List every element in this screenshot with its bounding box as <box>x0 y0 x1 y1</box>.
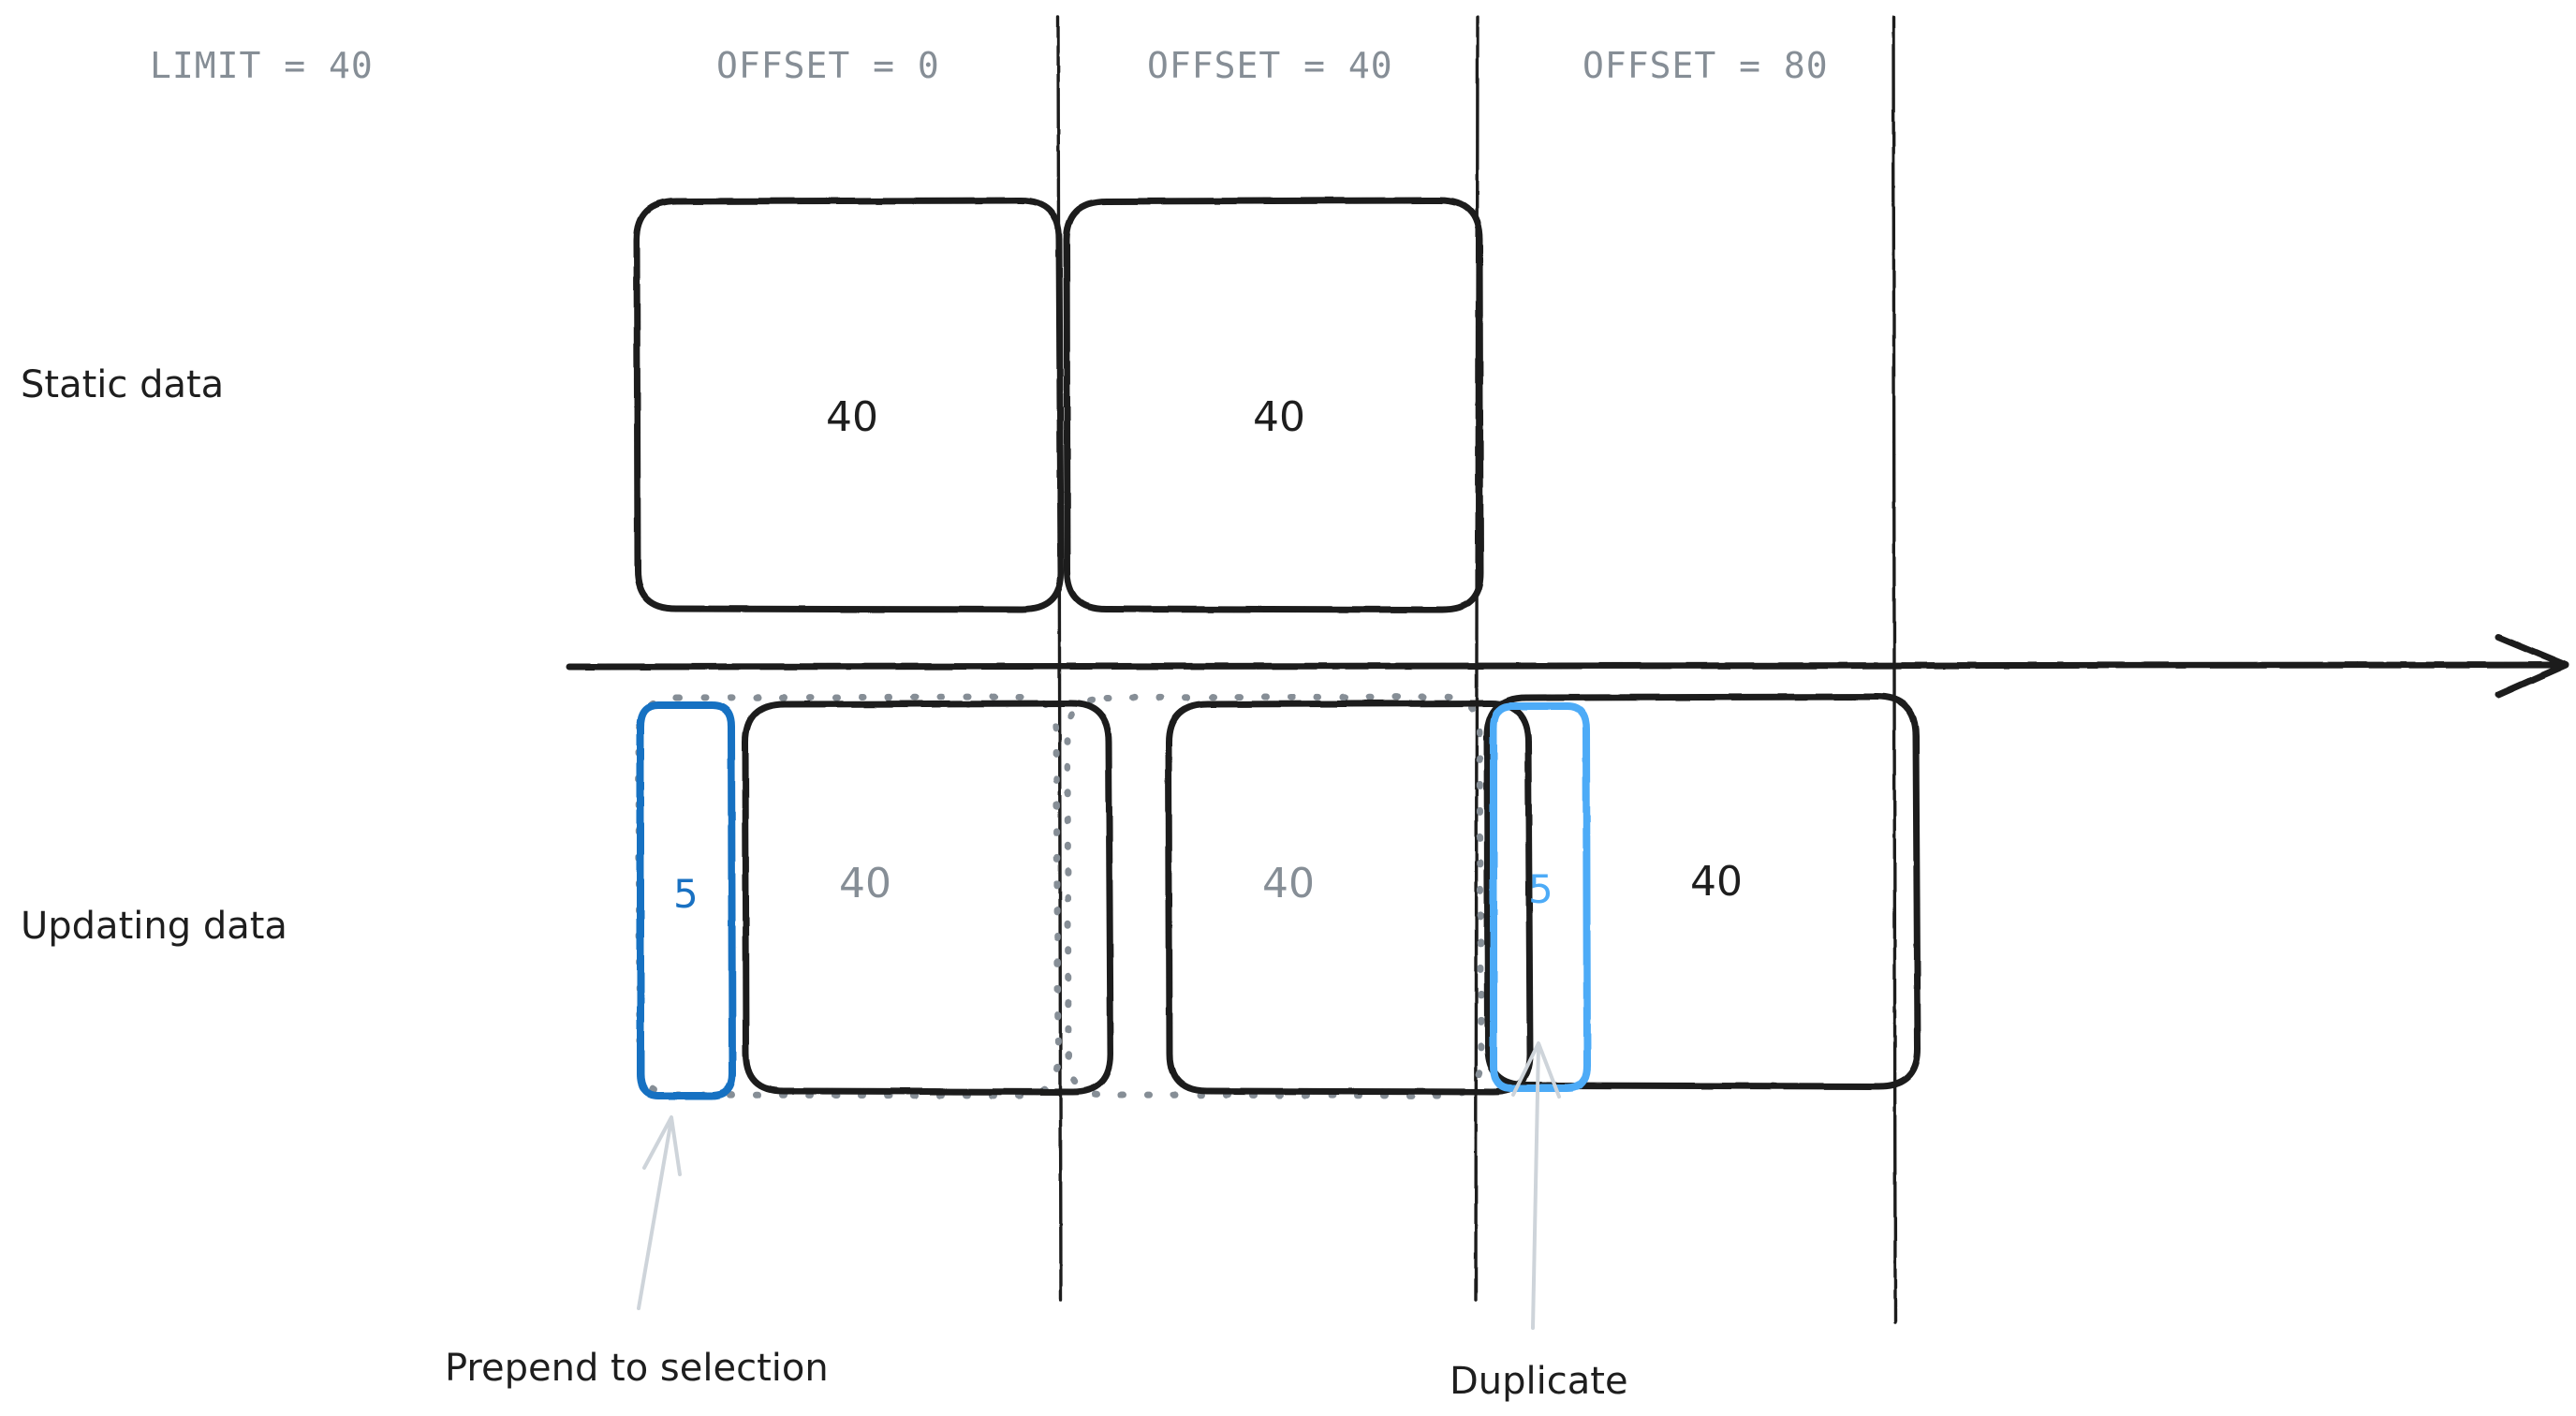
time-axis <box>566 633 2569 699</box>
duplicated-chunk-2-value: 5 <box>1528 866 1553 912</box>
header-offset-80: OFFSET = 80 <box>1582 45 1829 86</box>
updating-page-2-value: 40 <box>1262 860 1315 907</box>
static-page-1-box <box>633 197 1065 613</box>
header-limit: LIMIT = 40 <box>150 45 374 86</box>
ghost-page-1 <box>635 693 1062 1099</box>
annotation-arrows <box>637 1041 1561 1330</box>
static-page-2-value: 40 <box>1253 393 1305 441</box>
ghost-outline-group <box>635 693 1485 1099</box>
prepended-chunk-1-value: 5 <box>673 871 699 917</box>
header-offset-0: OFFSET = 0 <box>716 45 940 86</box>
column-divider-offset80 <box>1892 15 1897 1324</box>
header-offset-40: OFFSET = 40 <box>1147 45 1393 86</box>
updating-page-3-box <box>1483 693 1921 1090</box>
duplicate-leader-arrow <box>1511 1041 1561 1330</box>
static-page-1-value: 40 <box>826 393 878 441</box>
static-page-2-box <box>1063 197 1484 613</box>
row-label-static-data: Static data <box>21 363 225 406</box>
updating-page-3-value: 40 <box>1690 858 1743 906</box>
updating-page-1-value: 40 <box>839 860 891 907</box>
updating-page-1-box <box>742 700 1114 1096</box>
updating-page-2-box <box>1165 700 1534 1096</box>
column-divider-offset0 <box>1056 15 1063 1302</box>
row-label-updating-data: Updating data <box>21 905 287 948</box>
column-divider-offset40 <box>1474 15 1479 1302</box>
annotation-duplicate: Duplicate <box>1450 1360 1628 1403</box>
annotation-prepend-to-selection: Prepend to selection <box>445 1347 829 1390</box>
prepended-chunk-1-box <box>637 701 736 1099</box>
prepend-leader-arrow <box>637 1115 682 1310</box>
duplicated-chunk-2-box <box>1490 702 1591 1092</box>
